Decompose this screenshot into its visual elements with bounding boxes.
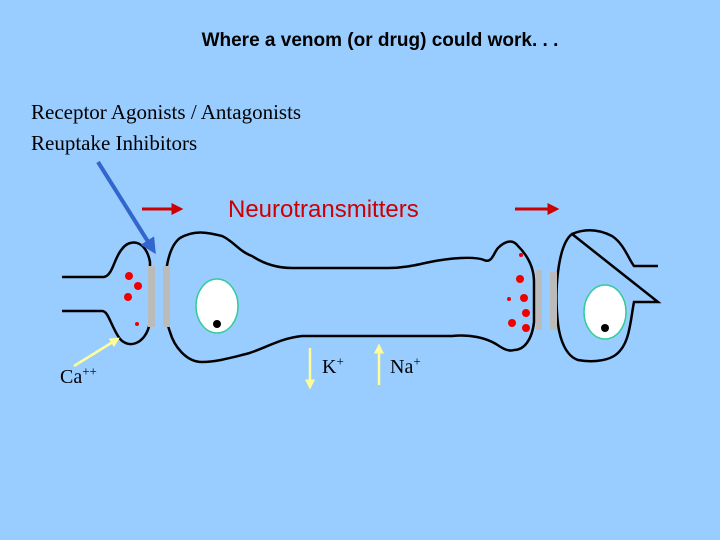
neuron-body xyxy=(163,231,536,364)
sodium-label: Na+ xyxy=(390,353,421,379)
synaptic-cleft-left xyxy=(148,266,155,327)
sodium-symbol: Na xyxy=(390,356,414,378)
nucleolus-left xyxy=(213,320,221,328)
slide-title: Where a venom (or drug) could work. . . xyxy=(201,30,559,51)
vesicle xyxy=(508,319,516,327)
potassium-label: K+ xyxy=(322,353,344,379)
potassium-charge: + xyxy=(336,353,344,369)
vesicle xyxy=(507,297,511,301)
calcium-arrow xyxy=(73,337,120,368)
receptor-bar-left xyxy=(163,266,170,327)
vesicle xyxy=(124,293,132,301)
calcium-charge: ++ xyxy=(82,363,97,379)
synaptic-cleft-right xyxy=(536,270,542,330)
postsynaptic-neuron-right xyxy=(555,229,662,363)
receptor-bar-right xyxy=(550,272,557,330)
vesicle xyxy=(522,324,530,332)
vesicle xyxy=(125,272,133,280)
pointer-arrow xyxy=(96,160,156,255)
vesicle xyxy=(519,253,523,257)
calcium-symbol: Ca xyxy=(60,366,83,388)
receptor-label: Receptor Agonists / Antagonists xyxy=(31,100,302,124)
sodium-charge: + xyxy=(413,353,421,369)
vesicle xyxy=(520,294,528,302)
vesicle xyxy=(135,322,139,326)
nucleolus-right xyxy=(601,324,609,332)
vesicle xyxy=(134,282,142,290)
vesicle xyxy=(522,309,530,317)
nucleus-right xyxy=(583,284,627,340)
potassium-symbol: K xyxy=(322,356,337,378)
vesicle xyxy=(516,275,524,283)
calcium-label: Ca++ xyxy=(60,363,97,389)
nucleus-left xyxy=(195,278,239,334)
presynaptic-terminal-left xyxy=(62,241,152,346)
reuptake-label: Reuptake Inhibitors xyxy=(31,131,198,155)
neurotransmitters-label: Neurotransmitters xyxy=(228,196,419,223)
